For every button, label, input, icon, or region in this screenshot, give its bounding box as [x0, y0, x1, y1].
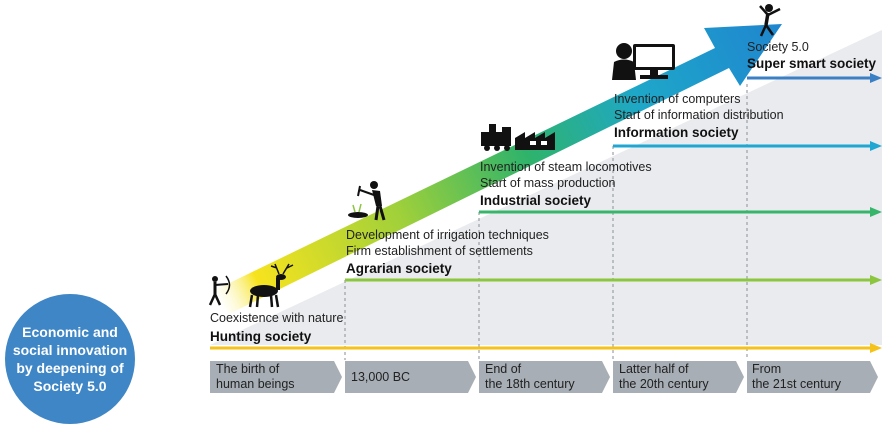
hunter-deer-icon [208, 263, 294, 308]
era-bar [210, 361, 878, 393]
society-5-label: Society 5.0 [747, 40, 809, 54]
era-label-2: 13,000 BC [351, 370, 410, 385]
era-label-5: From the 21st century [752, 362, 841, 392]
circle-label-line: Society 5.0 [33, 378, 107, 394]
era-line: the 18th century [485, 377, 575, 391]
era-label-1: The birth of human beings [216, 362, 295, 392]
era-line: the 21st century [752, 377, 841, 391]
computer-user-icon [612, 43, 675, 80]
era-label-4: Latter half of the 20th century [619, 362, 709, 392]
era-chevron-2 [345, 361, 476, 393]
hunting-description: Coexistence with nature [210, 311, 344, 325]
information-description: Invention of computers [614, 92, 741, 106]
era-line: From [752, 362, 782, 376]
industrial-description: Start of mass production [480, 176, 616, 190]
circle-label-line: social innovation [12, 342, 128, 358]
information-description: Start of information distribution [614, 108, 784, 122]
agrarian-description: Development of irrigation techniques [346, 228, 549, 242]
circle-label-line: Economic and [22, 324, 118, 340]
era-line: The birth of [216, 362, 280, 376]
hunting-society-title: Hunting society [210, 329, 312, 344]
era-chevron-1 [210, 361, 342, 393]
industrial-society-title: Industrial society [480, 193, 592, 208]
agrarian-society-title: Agrarian society [346, 261, 452, 276]
innovation-circle [5, 294, 135, 424]
stage-lines [210, 73, 882, 353]
era-label-3: End of the 18th century [485, 362, 575, 392]
era-line: human beings [216, 377, 295, 391]
era-line: 13,000 BC [351, 370, 411, 384]
industrial-line-arrowhead [870, 207, 882, 217]
agrarian-description: Firm establishment of settlements [346, 244, 533, 258]
super-smart-society-title: Super smart society [747, 56, 877, 71]
era-chevron-4 [613, 361, 744, 393]
hunting-line-arrowhead [870, 343, 882, 353]
progress-arrow [215, 24, 782, 314]
information-line-arrowhead [870, 141, 882, 151]
information-society-title: Information society [614, 125, 739, 140]
innovation-circle-label: Economic and social innovation by deepen… [5, 323, 135, 395]
circle-label-line: by deepening of [16, 360, 124, 376]
backdrop-wedge [210, 30, 882, 345]
train-factory-icon [481, 124, 555, 151]
era-line: End of [485, 362, 522, 376]
super-smart-line-arrowhead [870, 73, 882, 83]
industrial-description: Invention of steam locomotives [480, 160, 652, 174]
era-chevron-5 [747, 361, 878, 393]
raised-arms-person-icon [759, 4, 781, 37]
era-chevron-3 [479, 361, 610, 393]
farmer-icon [348, 181, 386, 221]
era-line: Latter half of [619, 362, 689, 376]
era-line: the 20th century [619, 377, 709, 391]
agrarian-line-arrowhead [870, 275, 882, 285]
